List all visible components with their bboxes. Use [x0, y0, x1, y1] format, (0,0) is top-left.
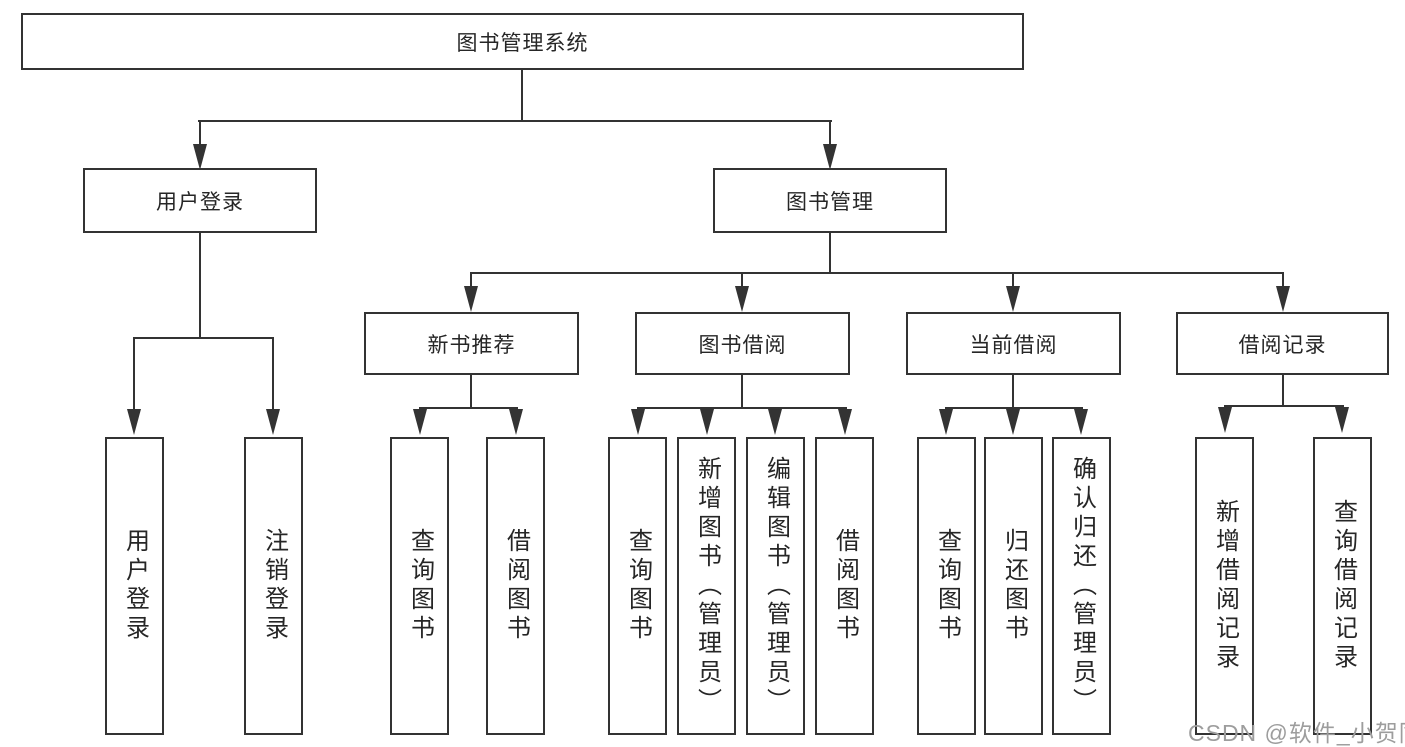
node-new-book-recommend-label: 新书推荐 [427, 333, 516, 357]
leaf-current-query-book: 查询图书 [917, 437, 976, 735]
connector-current-crossbar [945, 407, 1083, 409]
leaf-borrow-edit-book-admin: 编辑图书（管理员） [746, 437, 805, 735]
node-book-management-label: 图书管理 [786, 190, 874, 214]
leaf-current-query-book-label: 查询图书 [933, 528, 961, 644]
leaf-borrow-add-book-admin: 新增图书（管理员） [677, 437, 736, 735]
arrow-down-icon [838, 409, 852, 435]
connector-root-stub-right [829, 120, 831, 146]
arrow-down-icon [768, 409, 782, 435]
connector-root-trunk [521, 70, 523, 120]
arrow-down-icon [700, 409, 714, 435]
arrow-down-icon [1335, 407, 1349, 433]
node-borrow-record-label: 借阅记录 [1238, 333, 1327, 357]
arrow-down-icon [1276, 286, 1290, 312]
leaf-record-query-record: 查询借阅记录 [1313, 437, 1372, 735]
leaf-logout-label: 注销登录 [260, 528, 288, 644]
arrow-down-icon [1074, 409, 1088, 435]
connector-borrow-crossbar [637, 407, 847, 409]
leaf-borrow-query-book: 查询图书 [608, 437, 667, 735]
node-book-borrow-label: 图书借阅 [698, 333, 787, 357]
node-user-login-label: 用户登录 [156, 190, 244, 214]
arrow-down-icon [127, 409, 141, 435]
node-book-borrow: 图书借阅 [635, 312, 850, 375]
leaf-record-add-record: 新增借阅记录 [1195, 437, 1254, 735]
leaf-record-query-record-label: 查询借阅记录 [1329, 499, 1357, 673]
leaf-newrec-query-book-label: 查询图书 [406, 528, 434, 644]
arrow-down-icon [509, 409, 523, 435]
connector-bookmgmt-crossbar [470, 272, 1284, 274]
node-book-management: 图书管理 [713, 168, 947, 233]
leaf-borrow-borrow-book-label: 借阅图书 [831, 528, 859, 644]
leaf-current-return-book: 归还图书 [984, 437, 1043, 735]
connector-current-trunk [1012, 375, 1014, 407]
node-user-login: 用户登录 [83, 168, 317, 233]
connector-borrow-trunk [741, 375, 743, 407]
node-current-borrow-label: 当前借阅 [969, 333, 1058, 357]
leaf-newrec-borrow-book: 借阅图书 [486, 437, 545, 735]
connector-bookmgmt-stub-1 [470, 272, 472, 288]
connector-record-trunk [1282, 375, 1284, 405]
connector-record-crossbar [1224, 405, 1344, 407]
arrow-down-icon [193, 144, 207, 170]
connector-userlogin-stub-2 [272, 337, 274, 409]
node-new-book-recommend: 新书推荐 [364, 312, 579, 375]
leaf-borrow-edit-book-admin-label: 编辑图书（管理员） [762, 455, 790, 717]
connector-userlogin-stub-1 [133, 337, 135, 409]
arrow-down-icon [464, 286, 478, 312]
leaf-borrow-add-book-admin-label: 新增图书（管理员） [693, 455, 721, 717]
arrow-down-icon [413, 409, 427, 435]
csdn-watermark: CSDN @软件_小贺同学 [1188, 720, 1405, 746]
node-root: 图书管理系统 [21, 13, 1024, 70]
leaf-current-confirm-return-admin-label: 确认归还（管理员） [1068, 455, 1096, 717]
arrow-down-icon [939, 409, 953, 435]
connector-newrec-crossbar [419, 407, 518, 409]
leaf-borrow-query-book-label: 查询图书 [624, 528, 652, 644]
leaf-user-login: 用户登录 [105, 437, 164, 735]
arrow-down-icon [266, 409, 280, 435]
arrow-down-icon [823, 144, 837, 170]
arrow-down-icon [1006, 286, 1020, 312]
leaf-logout: 注销登录 [244, 437, 303, 735]
arrow-down-icon [1218, 407, 1232, 433]
node-root-label: 图书管理系统 [456, 31, 589, 55]
leaf-newrec-query-book: 查询图书 [390, 437, 449, 735]
connector-bookmgmt-stub-3 [1012, 272, 1014, 288]
node-current-borrow: 当前借阅 [906, 312, 1121, 375]
connector-userlogin-trunk [199, 233, 201, 337]
arrow-down-icon [1006, 409, 1020, 435]
leaf-borrow-borrow-book: 借阅图书 [815, 437, 874, 735]
connector-bookmgmt-stub-2 [741, 272, 743, 288]
connector-bookmgmt-trunk [829, 233, 831, 272]
leaf-newrec-borrow-book-label: 借阅图书 [502, 528, 530, 644]
connector-bookmgmt-stub-4 [1282, 272, 1284, 288]
leaf-user-login-label: 用户登录 [121, 528, 149, 644]
leaf-record-add-record-label: 新增借阅记录 [1211, 499, 1239, 673]
node-borrow-record: 借阅记录 [1176, 312, 1389, 375]
connector-root-crossbar [198, 120, 832, 122]
arrow-down-icon [735, 286, 749, 312]
arrow-down-icon [631, 409, 645, 435]
connector-newrec-trunk [470, 375, 472, 407]
connector-root-stub-left [199, 120, 201, 146]
connector-userlogin-crossbar [133, 337, 274, 339]
leaf-current-confirm-return-admin: 确认归还（管理员） [1052, 437, 1111, 735]
leaf-current-return-book-label: 归还图书 [1000, 528, 1028, 644]
